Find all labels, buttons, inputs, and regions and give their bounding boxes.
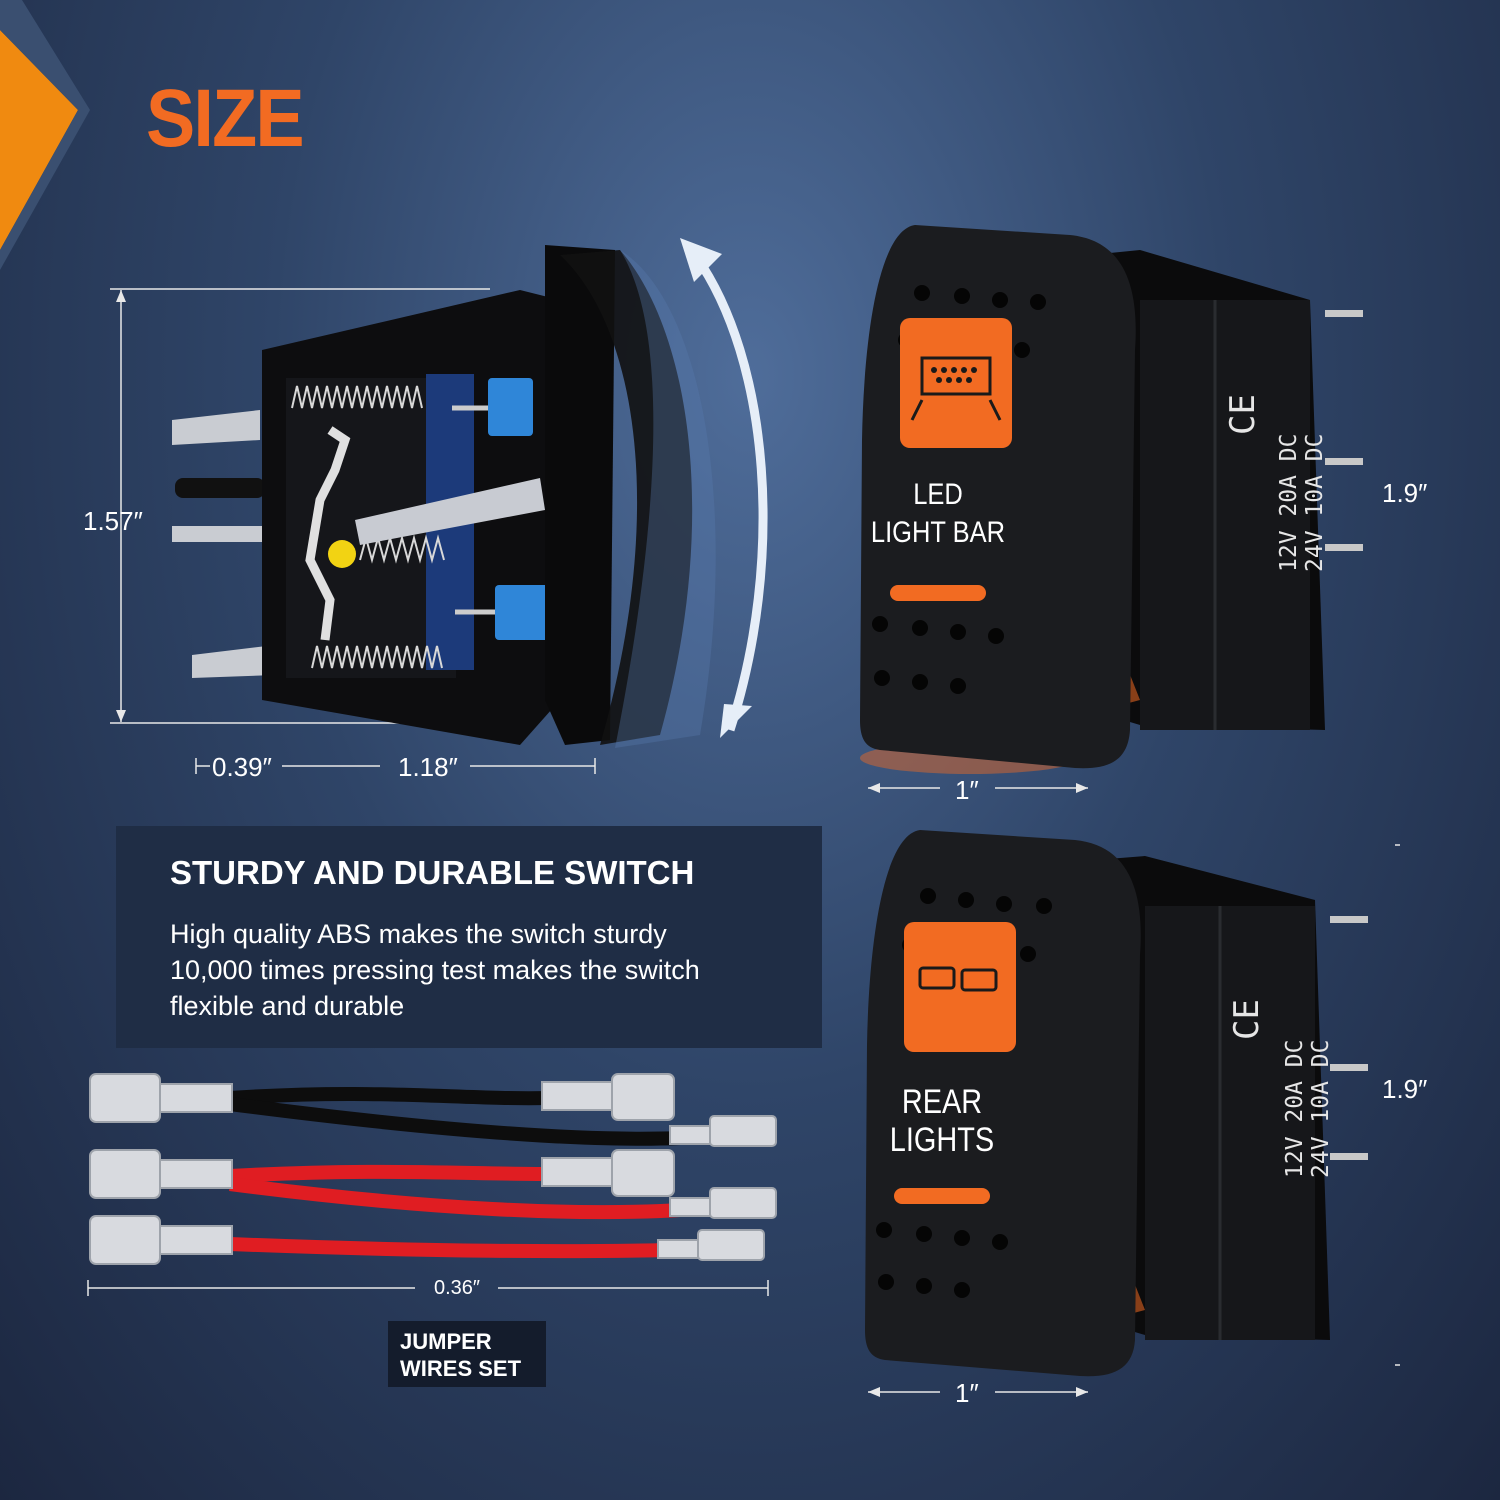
feature-line1: High quality ABS makes the switch sturdy xyxy=(170,919,667,949)
jumper-wires-image xyxy=(87,1073,777,1296)
switch-top-ce-mark: CE xyxy=(1223,394,1263,435)
feature-description: High quality ABS makes the switch sturdy… xyxy=(170,916,790,1024)
switch-top-height-label: 1.9″ xyxy=(1382,478,1428,508)
switch-bottom-label-line1: REAR xyxy=(901,1083,983,1121)
switch-side-view xyxy=(110,238,768,774)
switch-bottom-spec-line1: 12V 20A DC xyxy=(1282,1039,1308,1178)
jumper-tag-line1: JUMPER xyxy=(400,1329,492,1354)
jumper-tag-line2: WIRES SET xyxy=(400,1356,522,1381)
jumper-tag xyxy=(388,1321,546,1387)
switch-bottom-height-label: 1.9″ xyxy=(1382,1074,1428,1104)
switch-bottom-ce-mark: CE xyxy=(1227,999,1267,1040)
jumper-tag-text: JUMPER WIRES SET xyxy=(400,1328,521,1382)
height-label-side: 1.57″ xyxy=(83,506,143,536)
switch-top-spec-line1: 12V 20A DC xyxy=(1276,433,1302,572)
feature-panel xyxy=(116,826,822,1048)
corner-accent xyxy=(0,0,90,270)
feature-heading: STURDY AND DURABLE SWITCH xyxy=(170,854,695,891)
switch-rear-lights xyxy=(865,830,1400,1397)
switch-top-label-line2: LIGHT BAR xyxy=(870,516,1006,549)
feature-line2: 10,000 times pressing test makes the swi… xyxy=(170,955,700,985)
feature-line3: flexible and durable xyxy=(170,991,405,1021)
switch-led-light-bar xyxy=(860,225,1363,793)
switch-bottom-spec-line2: 24V 10A DC xyxy=(1308,1039,1334,1178)
wire-length-label: 0.36″ xyxy=(434,1277,481,1299)
switch-top-label-line1: LED xyxy=(913,478,963,511)
switch-top-width-label: 1″ xyxy=(955,775,979,805)
page-title: SIZE xyxy=(146,73,305,164)
switch-bottom-label-line2: LIGHTS xyxy=(889,1121,995,1159)
depth-body-label: 1.18″ xyxy=(398,752,458,782)
switch-bottom-width-label: 1″ xyxy=(955,1378,979,1408)
depth-front-label: 0.39″ xyxy=(212,752,272,782)
switch-top-spec-line2: 24V 10A DC xyxy=(1302,433,1328,572)
